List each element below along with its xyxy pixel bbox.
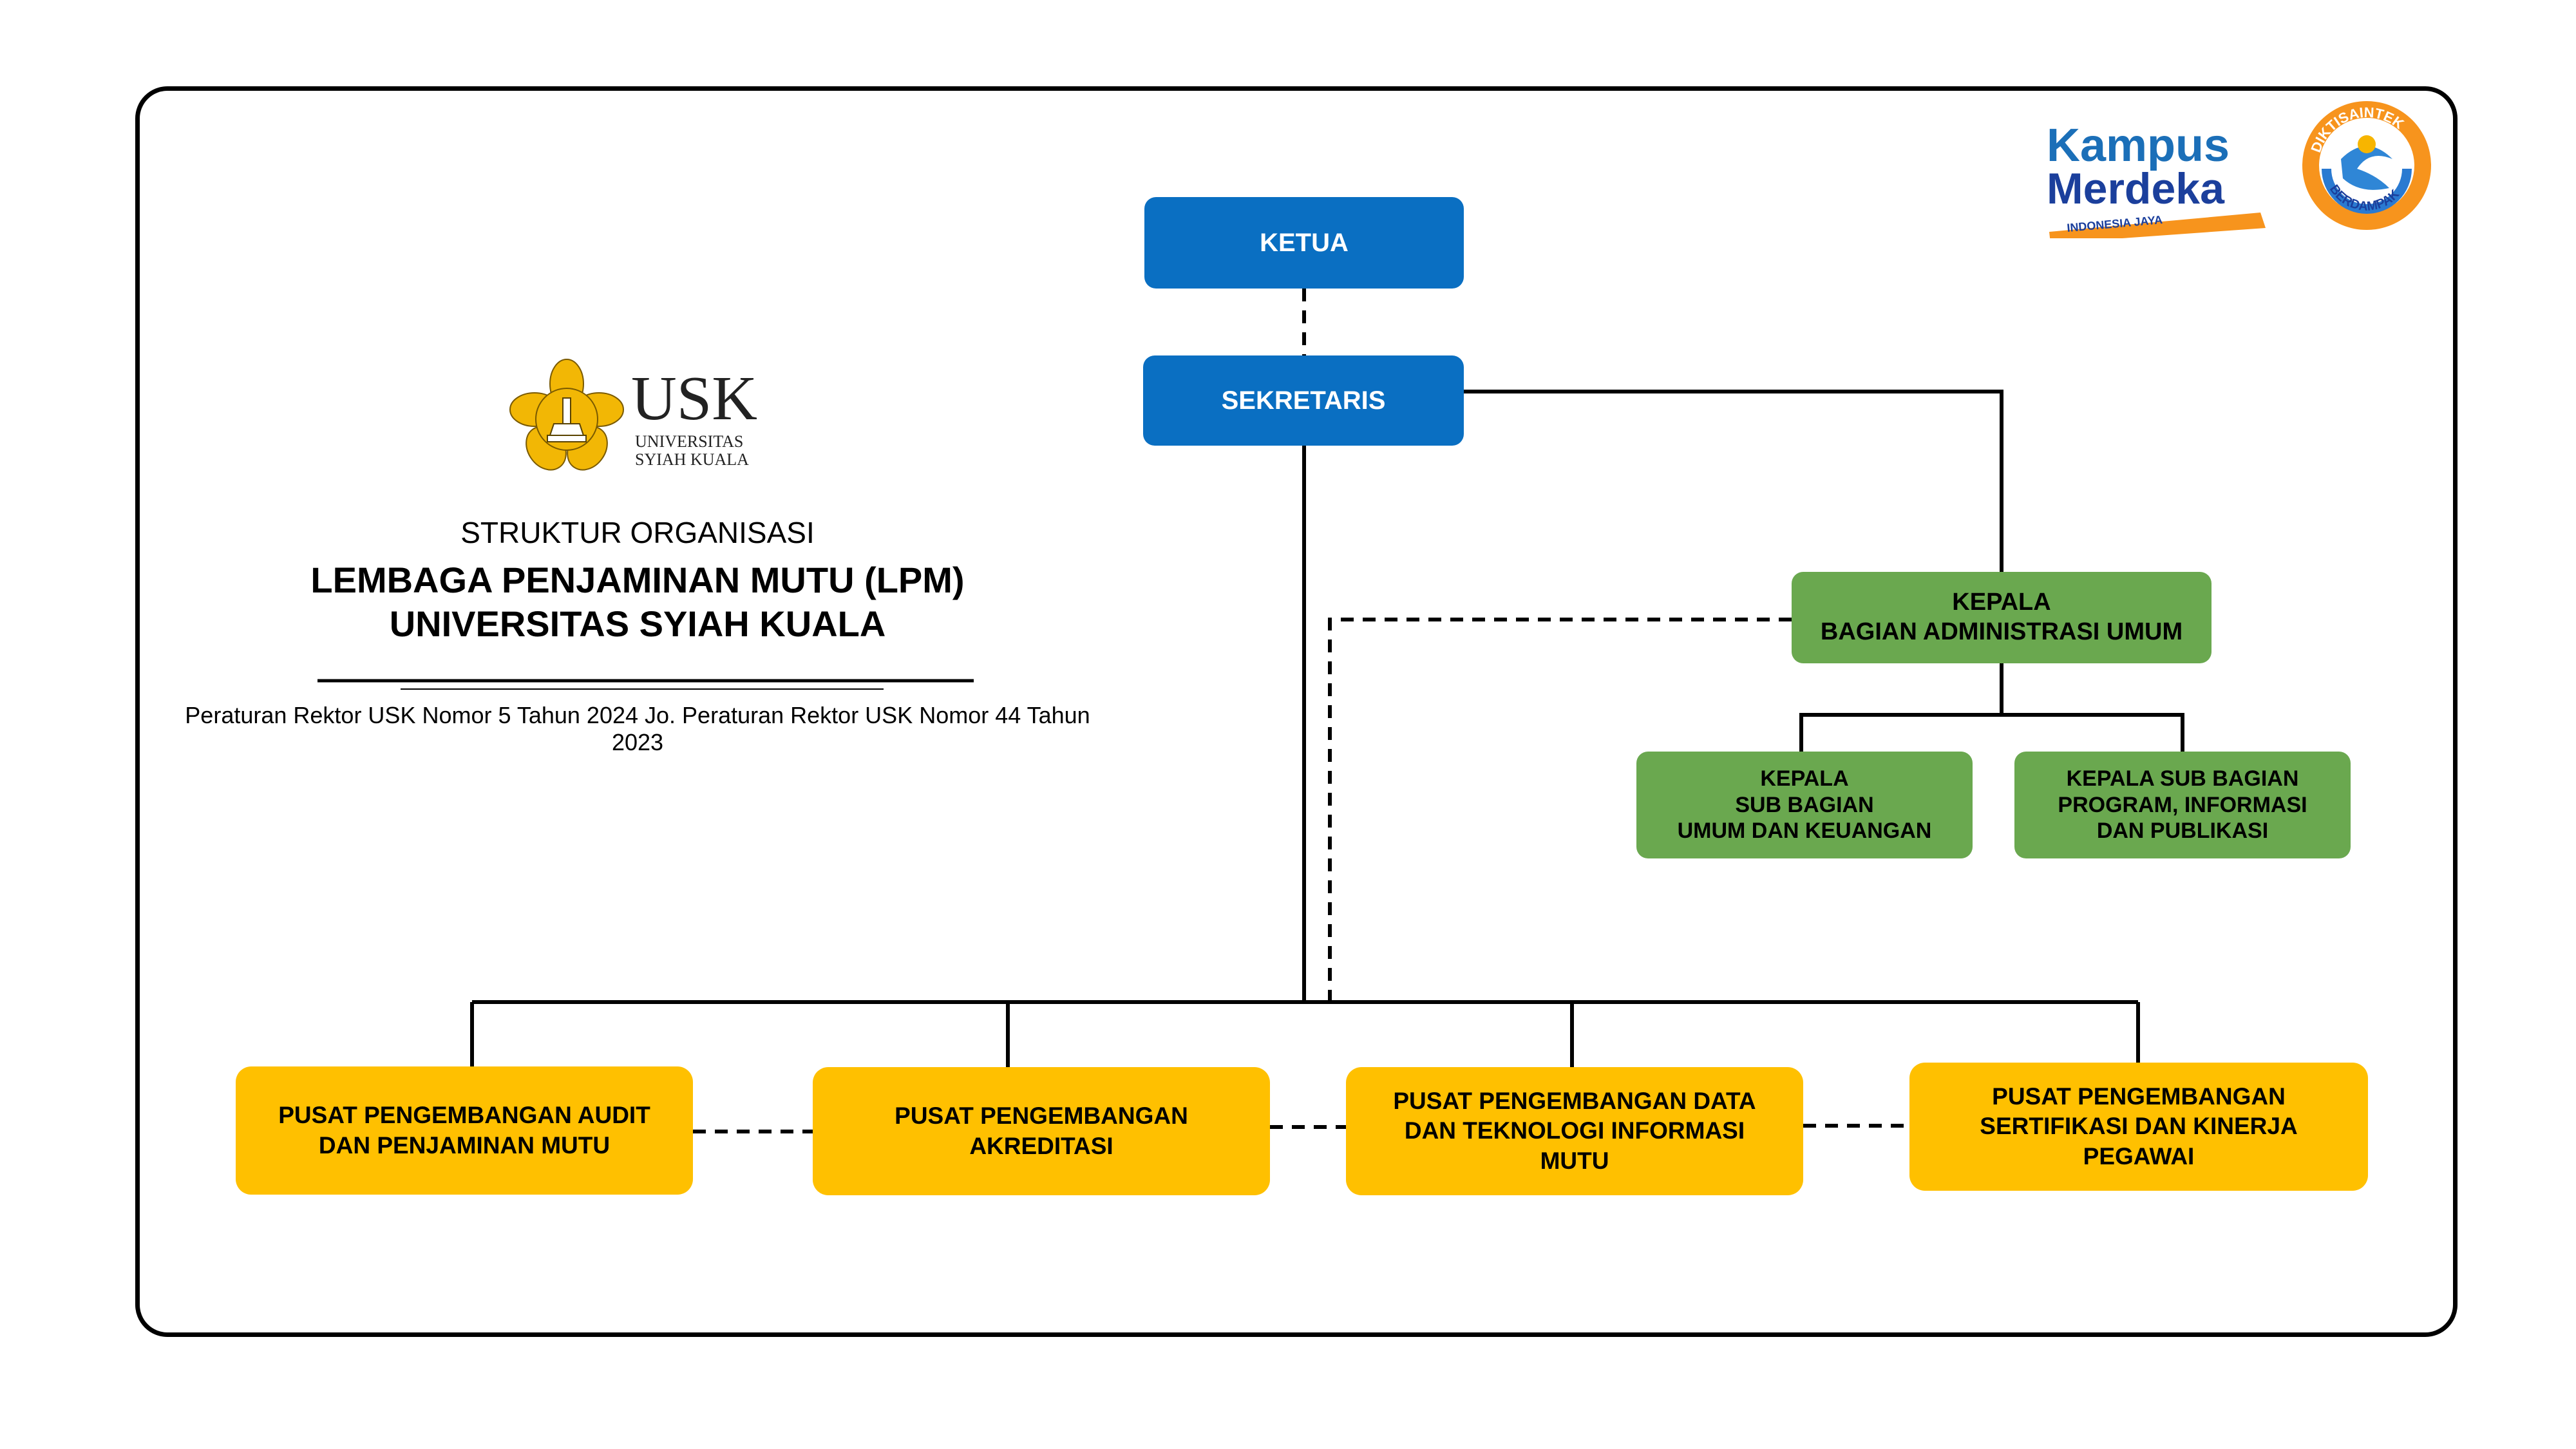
connector-admin-dashed <box>1328 618 1792 1002</box>
node-sekretaris-label: SEKRETARIS <box>1221 386 1386 415</box>
node-pusat-data-line2: DAN TEKNOLOGI INFORMASI <box>1404 1117 1745 1144</box>
node-pusat-akreditasi-line1: PUSAT PENGEMBANGAN <box>895 1103 1188 1130</box>
usk-logo-text: USK <box>631 364 757 433</box>
node-ketua-label: KETUA <box>1260 228 1349 257</box>
usk-logo-line2: SYIAH KUALA <box>635 450 749 469</box>
node-pusat-sertifikasi-line3: PEGAWAI <box>2083 1142 2195 1170</box>
node-sub-umum-keuangan: KEPALA SUB BAGIAN UMUM DAN KEUANGAN <box>1636 752 1973 858</box>
node-pusat-audit-line1: PUSAT PENGEMBANGAN AUDIT <box>278 1102 650 1129</box>
node-pusat-sertifikasi-line1: PUSAT PENGEMBANGAN <box>1992 1083 2286 1110</box>
node-pusat-sertifikasi: PUSAT PENGEMBANGAN SERTIFIKASI DAN KINER… <box>1909 1063 2368 1191</box>
node-sub-umum-keuangan-line2: SUB BAGIAN <box>1735 792 1874 817</box>
node-pusat-sertifikasi-line2: SERTIFIKASI DAN KINERJA <box>1980 1113 2298 1140</box>
node-kepala-admin: KEPALA BAGIAN ADMINISTRASI UMUM <box>1792 572 2211 663</box>
node-sub-umum-keuangan-line1: KEPALA <box>1760 766 1849 791</box>
node-pusat-audit-line2: DAN PENJAMINAN MUTU <box>318 1132 611 1159</box>
node-sub-program-line3: DAN PUBLIKASI <box>2096 819 2269 844</box>
node-sub-program-informasi: KEPALA SUB BAGIAN PROGRAM, INFORMASI DAN… <box>2014 752 2351 858</box>
node-ketua: KETUA <box>1144 197 1464 289</box>
merdeka-text: Merdeka <box>2047 164 2225 213</box>
node-pusat-data-line3: MUTU <box>1540 1147 1609 1174</box>
diktisaintek-logo: DIKTISAINTEK BERDAMPAK <box>2302 101 2431 230</box>
node-pusat-data-ti: PUSAT PENGEMBANGAN DATA DAN TEKNOLOGI IN… <box>1346 1067 1803 1195</box>
connector-sekretaris-admin <box>1462 390 2003 572</box>
title-line1: LEMBAGA PENJAMINAN MUTU (LPM) <box>310 560 965 600</box>
node-pusat-audit: PUSAT PENGEMBANGAN AUDIT DAN PENJAMINAN … <box>236 1066 693 1195</box>
node-sub-umum-keuangan-line3: UMUM DAN KEUANGAN <box>1677 819 1932 844</box>
usk-logo-line1: UNIVERSITAS <box>635 432 743 451</box>
node-kepala-admin-line2: BAGIAN ADMINISTRASI UMUM <box>1820 618 2183 645</box>
node-sub-program-line1: KEPALA SUB BAGIAN <box>2066 766 2299 791</box>
connector-sub-branch <box>1799 713 2184 752</box>
node-pusat-akreditasi: PUSAT PENGEMBANGAN AKREDITASI <box>813 1067 1270 1195</box>
node-pusat-data-line1: PUSAT PENGEMBANGAN DATA <box>1393 1088 1756 1115</box>
diagram-frame <box>135 86 2458 1337</box>
node-sekretaris: SEKRETARIS <box>1143 355 1464 446</box>
kampus-merdeka-logo: Kampus Merdeka INDONESIA JAYA <box>2047 120 2266 238</box>
kampus-text: Kampus <box>2047 120 2230 171</box>
node-kepala-admin-line1: KEPALA <box>1952 589 2051 616</box>
node-pusat-akreditasi-line2: AKREDITASI <box>969 1132 1113 1159</box>
regulation-text: Peraturan Rektor USK Nomor 5 Tahun 2024 … <box>185 702 1090 755</box>
title-line2: UNIVERSITAS SYIAH KUALA <box>389 603 886 644</box>
title-subtitle: STRUKTUR ORGANISASI <box>460 516 815 549</box>
usk-logo: USK UNIVERSITAS SYIAH KUALA <box>509 359 757 471</box>
node-sub-program-line2: PROGRAM, INFORMASI <box>2058 792 2307 817</box>
